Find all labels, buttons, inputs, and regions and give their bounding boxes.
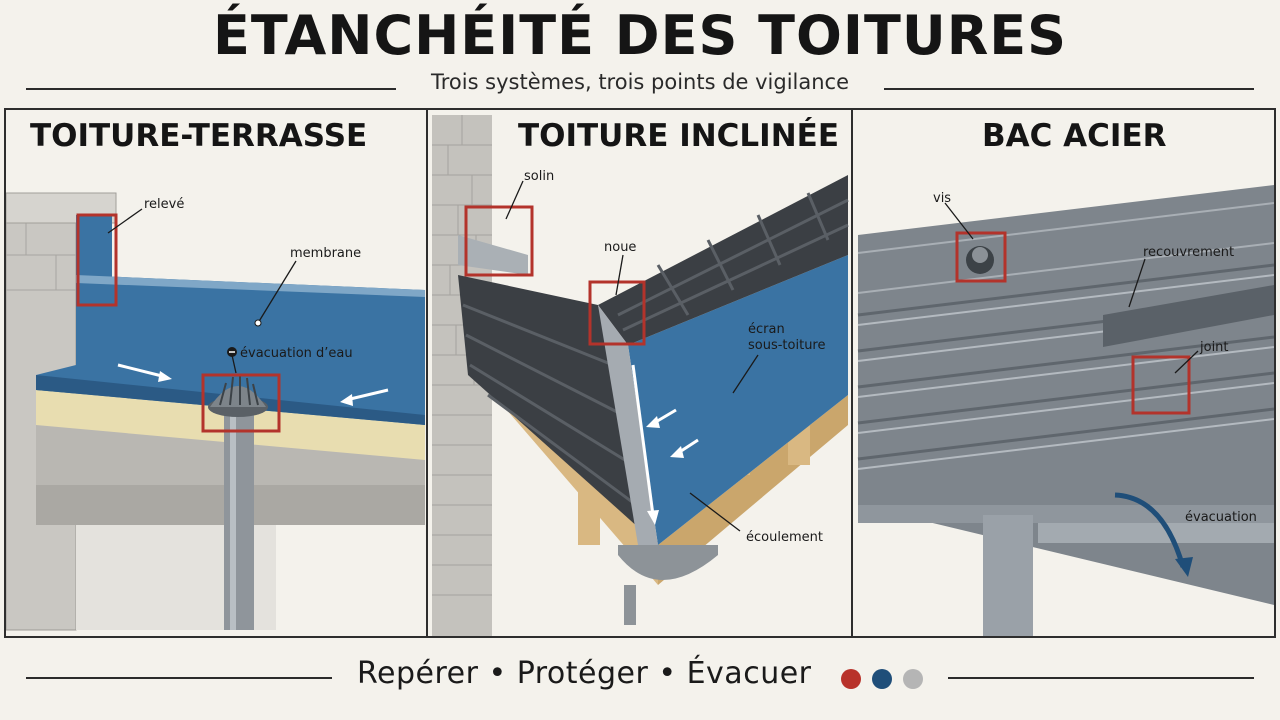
toiture-terrasse-illustration: relevé membrane évacuation d’eau xyxy=(6,192,425,631)
footer-motto: Repérer • Protéger • Évacuer xyxy=(357,656,812,691)
noue-highlight xyxy=(588,280,646,346)
dot-grey xyxy=(903,669,923,689)
subtitle-rule-right xyxy=(884,88,1254,90)
panel-title-toiture-inclinee: TOITURE INCLINÉE xyxy=(518,118,840,154)
footer: Repérer • Protéger • Évacuer xyxy=(0,652,1280,702)
subtitle-rule-left xyxy=(26,88,396,90)
support-beam xyxy=(858,505,1274,523)
label-releve: relevé xyxy=(144,197,184,212)
label-evacuation: évacuation xyxy=(1185,510,1257,525)
label-joint: joint xyxy=(1199,340,1229,355)
label-evacuation-eau: évacuation d’eau xyxy=(240,346,353,361)
label-ecran-line-1: écran xyxy=(748,322,785,337)
flow-arrow-valley xyxy=(631,364,655,516)
underlay-screen xyxy=(628,255,848,545)
solin-highlight xyxy=(464,205,534,277)
toiture-inclinee-illustration: solin noue écran sous-toiture écoulement xyxy=(432,115,849,636)
label-ecoulement: écoulement xyxy=(746,530,823,545)
flow-arrow-left xyxy=(117,363,167,379)
valley-noue xyxy=(598,305,658,545)
label-membrane: membrane xyxy=(290,246,361,261)
panel-divider-1 xyxy=(426,108,428,638)
label-noue: noue xyxy=(604,240,636,255)
label-recouvrement: recouvrement xyxy=(1143,245,1234,260)
page-title: ÉTANCHÉITÉ DES TOITURES xyxy=(212,4,1068,67)
subtitle-row: Trois systèmes, trois points de vigilanc… xyxy=(0,68,1280,104)
tiles-left-slope xyxy=(458,275,658,545)
joint-highlight xyxy=(1131,355,1191,415)
drain-pipe xyxy=(224,415,254,630)
evacuation-highlight xyxy=(201,373,281,433)
overlap-seam xyxy=(1103,285,1274,347)
bac-acier-illustration: vis recouvrement joint évacuation xyxy=(857,185,1274,636)
tiles-right-slope xyxy=(598,175,848,345)
panel-title-toiture-terrasse: TOITURE-TERRASSE xyxy=(30,118,368,154)
page-subtitle: Trois systèmes, trois points de vigilanc… xyxy=(430,70,850,94)
releve-highlight xyxy=(76,213,118,307)
label-vis: vis xyxy=(933,191,951,206)
gutter xyxy=(618,545,718,580)
flow-arrow-right xyxy=(345,388,389,402)
footer-rule-left xyxy=(26,677,332,679)
label-ecran-line-2: sous-toiture xyxy=(748,338,826,353)
dot-blue xyxy=(872,669,892,689)
steel-deck xyxy=(858,185,1274,605)
panel-divider-2 xyxy=(851,108,853,638)
dot-red xyxy=(841,669,861,689)
evacuation-arrow xyxy=(1114,492,1186,568)
panels-frame xyxy=(4,108,1276,638)
solin-flashing xyxy=(458,235,528,275)
panel-title-bac-acier: BAC ACIER xyxy=(982,118,1167,154)
label-solin: solin xyxy=(524,169,554,184)
footer-rule-right xyxy=(948,677,1254,679)
vis-highlight xyxy=(955,231,1007,283)
